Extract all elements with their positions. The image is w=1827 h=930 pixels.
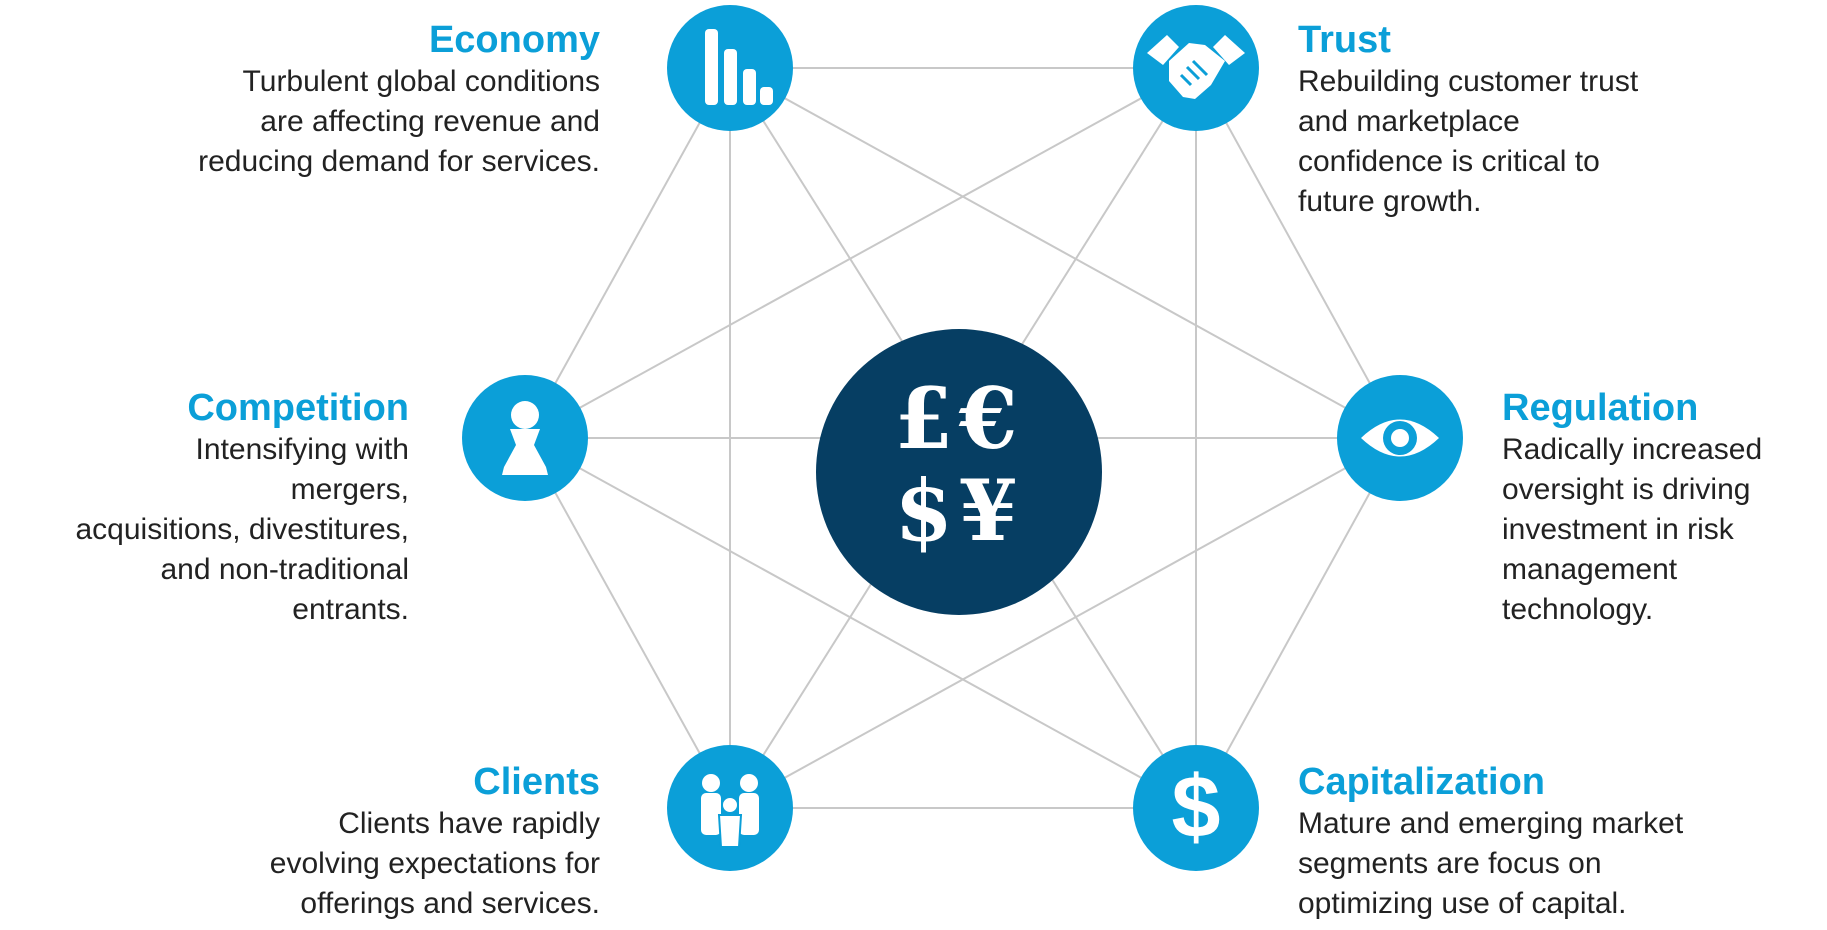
currency-symbols-bottom: $¥ bbox=[894, 461, 1024, 560]
competition-node bbox=[462, 375, 588, 501]
dollar-icon: $ bbox=[1172, 757, 1221, 856]
clients-description: Clients have rapidly evolving expectatio… bbox=[269, 807, 600, 920]
trust-node bbox=[1133, 5, 1259, 131]
svg-text:$: $ bbox=[1172, 757, 1221, 856]
economy-block: Economy Turbulent global conditions are … bbox=[80, 18, 600, 182]
trust-title: Trust bbox=[1298, 19, 1391, 61]
regulation-block: Regulation Radically increased oversight… bbox=[1502, 386, 1822, 630]
capitalization-block: Capitalization Mature and emerging marke… bbox=[1298, 760, 1798, 924]
competition-title: Competition bbox=[187, 387, 409, 429]
competition-description: Intensifying with mergers, acquisitions,… bbox=[75, 433, 410, 626]
economy-node bbox=[667, 5, 793, 131]
capitalization-description: Mature and emerging market segments are … bbox=[1298, 807, 1684, 920]
capitalization-title: Capitalization bbox=[1298, 761, 1546, 803]
eye-icon bbox=[1361, 419, 1439, 457]
regulation-title: Regulation bbox=[1502, 387, 1699, 429]
trust-block: Trust Rebuilding customer trust and mark… bbox=[1298, 18, 1758, 222]
competition-block: Competition Intensifying with mergers, a… bbox=[0, 386, 410, 630]
currency-hub: £€ $¥ bbox=[816, 329, 1102, 615]
pawn-icon bbox=[502, 401, 548, 475]
people-icon bbox=[701, 774, 759, 848]
clients-title: Clients bbox=[473, 761, 600, 803]
economy-title: Economy bbox=[428, 19, 600, 61]
regulation-description: Radically increased oversight is driving… bbox=[1502, 433, 1763, 626]
clients-block: Clients Clients have rapidly evolving ex… bbox=[80, 760, 600, 924]
trust-description: Rebuilding customer trust and marketplac… bbox=[1298, 65, 1639, 218]
economy-description: Turbulent global conditions are affectin… bbox=[198, 65, 600, 178]
regulation-node bbox=[1337, 375, 1463, 501]
handshake-icon bbox=[1147, 35, 1245, 99]
capitalization-node: $ bbox=[1133, 745, 1259, 871]
bar-chart-icon bbox=[705, 29, 773, 105]
currency-symbols-top: £€ bbox=[894, 369, 1024, 468]
clients-node bbox=[667, 745, 793, 871]
